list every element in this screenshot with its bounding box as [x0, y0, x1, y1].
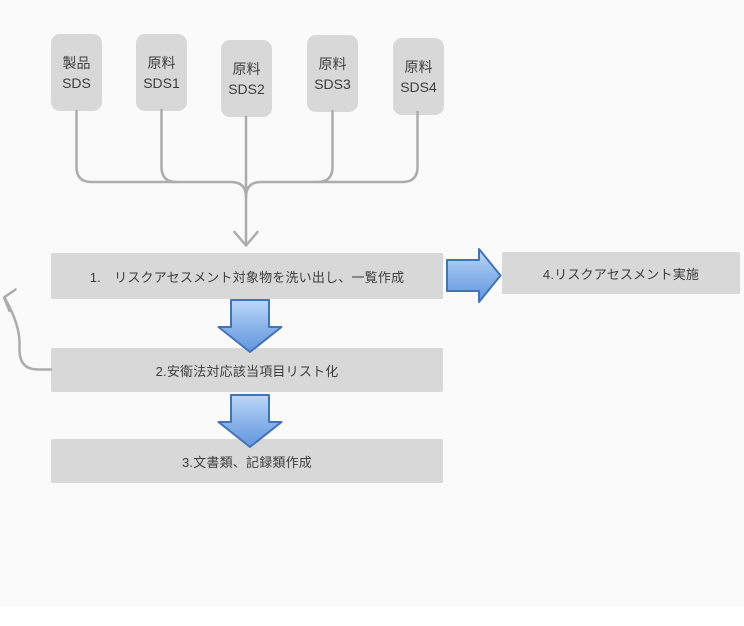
- source-box-label-line1: 製品: [62, 54, 91, 71]
- step-4-label: 4.リスクアセスメント実施: [542, 266, 700, 282]
- step-box-1-list-targets: 1. リスクアセスメント対象物を洗い出し、一覧作成: [51, 253, 443, 299]
- step-2-label: 2.安衛法対応該当項目リスト化: [155, 363, 339, 379]
- source-box-label-line1: 原料: [318, 55, 347, 72]
- loopback-arrowhead-icon: [2, 288, 17, 313]
- connector-merge-left-inner: [160, 108, 178, 184]
- canvas-footer-strip: [0, 606, 744, 626]
- source-box-label-line2: SDS1: [143, 74, 180, 91]
- merge-arrowhead-icon: [233, 230, 259, 247]
- block-arrow-right-icon: [446, 248, 502, 303]
- step-box-3-documents: 3.文書類、記録類作成: [51, 439, 443, 483]
- step-box-2-law-items: 2.安衛法対応該当項目リスト化: [51, 348, 443, 392]
- connector-merge-left-outer: [75, 109, 248, 199]
- step-1-label: 1. リスクアセスメント対象物を洗い出し、一覧作成: [89, 269, 405, 285]
- source-box-label-line1: 原料: [147, 54, 176, 71]
- source-box-label-line2: SDS4: [400, 78, 437, 95]
- source-box-label-line2: SDS: [62, 74, 91, 91]
- block-arrow-down-1-icon: [217, 299, 283, 353]
- step-box-4-execute-ra: 4.リスクアセスメント実施: [502, 252, 740, 294]
- source-box-raw-sds4: 原料 SDS4: [393, 38, 444, 115]
- source-box-raw-sds3: 原料 SDS3: [307, 35, 358, 112]
- source-box-label-line2: SDS3: [314, 75, 351, 92]
- connector-merge-right-inner: [316, 109, 334, 184]
- source-box-label-line1: 原料: [232, 60, 261, 77]
- connector-merge-right-outer: [244, 110, 419, 199]
- source-box-label-line2: SDS2: [228, 80, 265, 97]
- source-box-label-line1: 原料: [404, 58, 433, 75]
- source-box-raw-sds1: 原料 SDS1: [136, 34, 187, 111]
- step-3-label: 3.文書類、記録類作成: [181, 454, 313, 470]
- loopback-arrow-line: [3, 297, 53, 371]
- source-box-product-sds: 製品 SDS: [51, 34, 102, 111]
- source-box-raw-sds2: 原料 SDS2: [221, 40, 272, 117]
